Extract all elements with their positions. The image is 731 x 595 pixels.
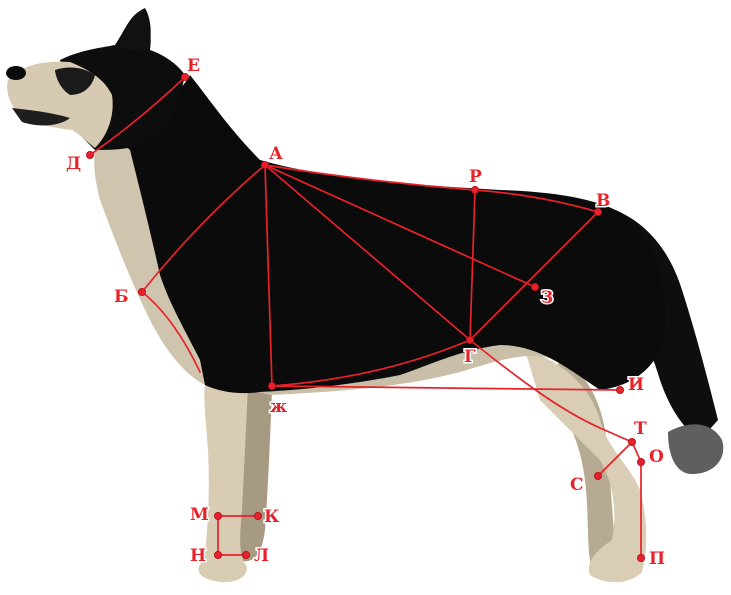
point-i-dot: [616, 385, 625, 394]
segment-chest-outline: [141, 291, 201, 373]
dog-tail-tip: [668, 424, 724, 475]
point-g-label: Г: [464, 347, 476, 367]
point-m-dot: [213, 512, 222, 521]
segment-r-v: [474, 189, 599, 213]
point-t-dot: [628, 437, 637, 446]
point-p-label: П: [649, 549, 665, 569]
point-r-dot: [470, 185, 479, 194]
point-k-label: К: [264, 507, 280, 527]
segment-a-z: [264, 164, 536, 288]
dog-silhouette: [6, 8, 724, 583]
point-l-dot: [241, 551, 250, 560]
point-g-dot: [465, 335, 474, 344]
dog-body: [100, 75, 666, 394]
segment-r-g: [469, 189, 476, 341]
point-v-label: В: [596, 191, 610, 211]
point-zh-dot: [267, 381, 276, 390]
point-n-label: Н: [190, 546, 206, 566]
point-a-dot: [260, 160, 269, 169]
segment-a-g: [264, 164, 471, 341]
measurement-points: [86, 73, 646, 563]
point-l-label: Л: [254, 546, 269, 566]
point-p-dot: [637, 554, 646, 563]
point-m-label: М: [190, 505, 209, 525]
point-n-dot: [213, 551, 222, 560]
segment-zh-i: [271, 385, 621, 391]
point-r-label: Р: [469, 167, 482, 187]
segment-d-e: [89, 76, 186, 156]
point-zh-label: ж: [270, 397, 287, 417]
point-e-label: Е: [187, 56, 200, 76]
point-s-label: С: [570, 475, 584, 495]
segment-a-r: [264, 164, 476, 191]
point-i-label: И: [628, 375, 644, 395]
point-b-label: Б: [114, 287, 129, 307]
dog-front-leg-far: [237, 390, 272, 562]
point-t-label: Т: [634, 419, 647, 439]
dog-face-mask: [55, 67, 95, 95]
point-z-label: З: [541, 288, 553, 308]
segment-zh-g: [271, 339, 471, 387]
dog-mouth: [12, 108, 70, 126]
point-e-dot: [180, 73, 189, 82]
dog-front-leg-near: [198, 385, 248, 583]
dog-ear: [118, 8, 151, 52]
point-o-dot: [637, 457, 646, 466]
segment-v-g: [469, 211, 599, 341]
segment-s-t: [597, 441, 633, 477]
dog-chest: [94, 142, 205, 385]
point-k-dot: [253, 512, 262, 521]
measurement-lines: [89, 76, 642, 559]
segment-g-t: [469, 339, 633, 443]
dog-hind-leg-near: [525, 350, 647, 583]
point-z-dot: [531, 282, 540, 291]
point-a-label: А: [269, 144, 283, 164]
dog-nose: [6, 66, 26, 80]
point-b-dot: [137, 287, 146, 296]
point-o-label: О: [649, 447, 664, 467]
point-s-dot: [594, 471, 603, 480]
segment-a-b: [141, 164, 266, 293]
point-d-label: Д: [66, 154, 81, 174]
point-v-dot: [594, 207, 603, 216]
segment-a-zh: [264, 164, 273, 387]
point-d-dot: [86, 150, 95, 159]
measurement-labels: А Б В Г Д Еж З И КЛ М Н О П Р С Т: [65, 55, 667, 571]
